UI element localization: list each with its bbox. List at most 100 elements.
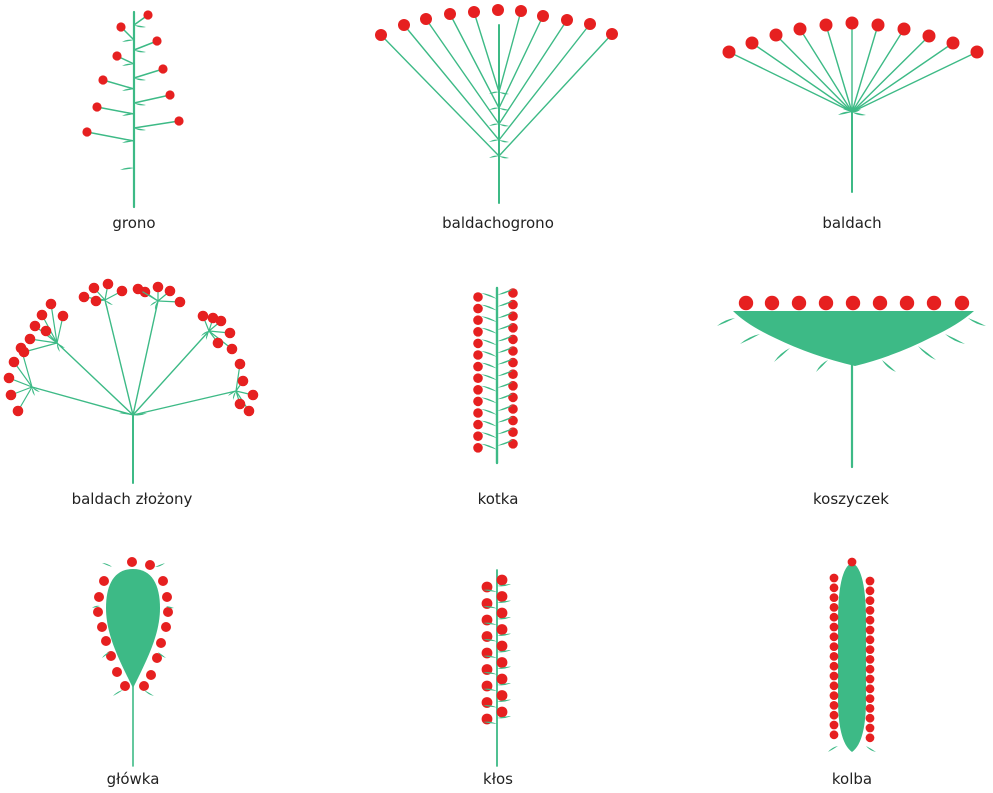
flower-dot bbox=[819, 296, 833, 310]
flower-dot bbox=[866, 645, 875, 654]
flower-dot bbox=[497, 657, 508, 668]
flower-dot bbox=[508, 404, 518, 414]
bract bbox=[489, 140, 499, 142]
bract bbox=[489, 156, 499, 158]
bract bbox=[968, 318, 986, 326]
flower-dot bbox=[866, 596, 875, 605]
flower-dot bbox=[145, 560, 155, 570]
flower-dot bbox=[820, 19, 833, 32]
flower-dot bbox=[473, 385, 483, 395]
flower-dot bbox=[112, 51, 121, 60]
flower-dot bbox=[174, 116, 183, 125]
flower-dot bbox=[846, 296, 860, 310]
flower-dot bbox=[515, 5, 527, 17]
bract bbox=[134, 103, 146, 105]
flower-dot bbox=[497, 674, 508, 685]
flower-dot bbox=[473, 315, 483, 325]
label-grono: grono bbox=[14, 214, 254, 232]
flower-dot bbox=[198, 311, 209, 322]
bract bbox=[481, 351, 497, 357]
flower-dot bbox=[830, 681, 839, 690]
flower-dot bbox=[508, 346, 518, 356]
flower-dot bbox=[225, 328, 236, 339]
flower-dot bbox=[497, 624, 508, 635]
bract bbox=[499, 140, 509, 142]
flower-dot bbox=[866, 733, 875, 742]
baldach-zlozony-drawing bbox=[4, 279, 259, 483]
flower-dot bbox=[473, 292, 483, 302]
pedicel bbox=[103, 80, 134, 89]
flower-dot bbox=[161, 622, 171, 632]
flower-dot bbox=[497, 591, 508, 602]
flower-dot bbox=[82, 127, 91, 136]
bract bbox=[122, 141, 134, 143]
flower-dot bbox=[120, 681, 130, 691]
flower-dot bbox=[830, 662, 839, 671]
flower-dot bbox=[19, 347, 30, 358]
pedicel bbox=[97, 107, 134, 114]
bract bbox=[122, 114, 134, 116]
flower-dot bbox=[13, 406, 24, 417]
flower-dot bbox=[473, 362, 483, 372]
flower-dot bbox=[508, 300, 518, 310]
flower-dot bbox=[30, 321, 41, 332]
baldach-drawing bbox=[723, 17, 984, 193]
bract bbox=[134, 50, 146, 52]
flower-dot bbox=[723, 46, 736, 59]
flower-dot bbox=[473, 397, 483, 407]
bract bbox=[144, 690, 154, 696]
bract bbox=[481, 363, 497, 369]
flower-dot bbox=[866, 704, 875, 713]
flower-dot bbox=[227, 344, 238, 355]
flower-dot bbox=[830, 603, 839, 612]
flower-dot bbox=[46, 299, 57, 310]
flower-dot bbox=[92, 102, 101, 111]
ray bbox=[752, 43, 852, 112]
flower-dot bbox=[4, 373, 15, 384]
pedicel bbox=[134, 121, 179, 128]
flower-dot bbox=[923, 30, 936, 43]
flower-dot bbox=[497, 641, 508, 652]
label-baldach-zlozony: baldach złożony bbox=[12, 490, 252, 508]
flower-dot bbox=[235, 399, 246, 410]
flower-dot bbox=[99, 576, 109, 586]
flower-dot bbox=[830, 730, 839, 739]
flower-dot bbox=[6, 390, 17, 401]
flower-dot bbox=[133, 284, 144, 295]
pedicel bbox=[474, 12, 499, 92]
flower-dot bbox=[866, 586, 875, 595]
flower-dot bbox=[561, 14, 573, 26]
flower-dot bbox=[900, 296, 914, 310]
bract bbox=[102, 563, 112, 567]
bract bbox=[481, 328, 497, 334]
koszyczek-drawing bbox=[717, 296, 986, 467]
bract bbox=[945, 334, 965, 344]
flower-dot bbox=[473, 408, 483, 418]
flower-dot bbox=[468, 6, 480, 18]
bract bbox=[774, 348, 790, 362]
flower-dot bbox=[508, 323, 518, 333]
flower-dot bbox=[866, 577, 875, 586]
flower-dot bbox=[508, 427, 518, 437]
flower-dot bbox=[508, 416, 518, 426]
flower-dot bbox=[830, 593, 839, 602]
flower-dot bbox=[216, 316, 227, 327]
bract bbox=[481, 374, 497, 380]
flower-dot bbox=[830, 574, 839, 583]
flower-dot bbox=[537, 10, 549, 22]
flower-dot bbox=[830, 623, 839, 632]
label-baldachogrono: baldachogrono bbox=[378, 214, 618, 232]
bract bbox=[489, 124, 499, 126]
baldachogrono-drawing bbox=[375, 4, 618, 203]
bract bbox=[838, 112, 852, 115]
flower-dot bbox=[746, 37, 759, 50]
flower-dot bbox=[927, 296, 941, 310]
flower-dot bbox=[473, 304, 483, 314]
spadix-axis bbox=[838, 563, 866, 752]
bract bbox=[134, 78, 146, 80]
pedicel bbox=[499, 11, 521, 92]
bract bbox=[155, 563, 165, 567]
flower-dot bbox=[165, 286, 176, 297]
flower-dot bbox=[156, 638, 166, 648]
